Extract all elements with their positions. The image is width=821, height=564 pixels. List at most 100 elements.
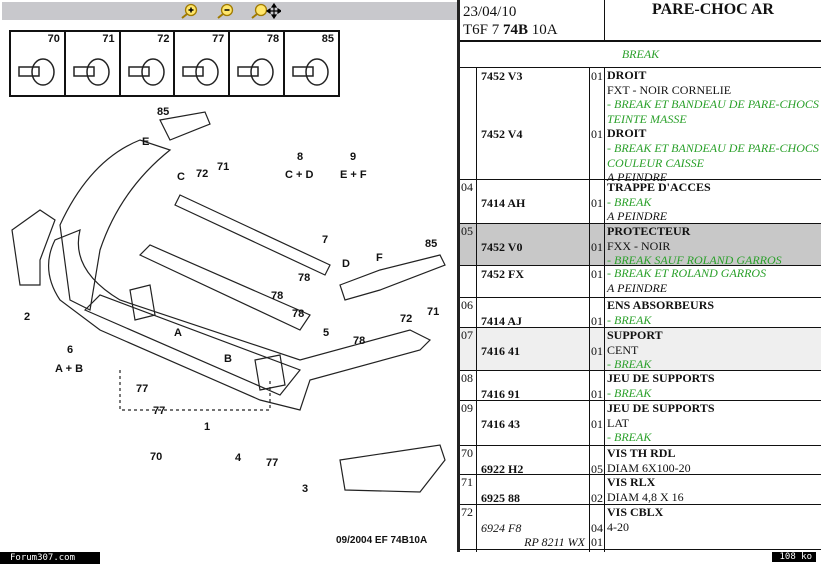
zoom-toolbar bbox=[2, 2, 458, 20]
callout-label: 77 bbox=[266, 457, 278, 469]
callout-label: 5 bbox=[323, 327, 329, 339]
description-line: - BREAK SAUF ROLAND GARROS bbox=[607, 253, 782, 268]
ref-number bbox=[460, 68, 477, 180]
description-line: FXT - NOIR CORNELIE bbox=[607, 82, 732, 97]
description-line: DROIT bbox=[607, 68, 647, 82]
fastener-78: 78 bbox=[230, 32, 286, 95]
ref-number: 04 bbox=[460, 180, 477, 224]
quantity: 01 bbox=[591, 416, 603, 431]
file-size: 108 ko bbox=[772, 552, 816, 562]
fastener-72: 72 bbox=[121, 32, 176, 95]
callout-label: E + F bbox=[340, 169, 367, 181]
ref-number: 06 bbox=[460, 298, 477, 328]
ref-number: 72 bbox=[460, 505, 477, 550]
callout-label: 2 bbox=[24, 311, 30, 323]
callout-label: 1 bbox=[204, 421, 210, 433]
part-number[interactable]: 7452 V0 bbox=[481, 239, 523, 254]
ref-number: 05 bbox=[460, 224, 477, 266]
part-number[interactable]: 7452 V4 bbox=[481, 127, 523, 142]
description-line: LAT bbox=[607, 415, 629, 430]
quantity: 05 bbox=[591, 461, 603, 476]
fastener-number: 71 bbox=[102, 33, 115, 45]
header-info: 23/04/10 T6F 7 74B 10A bbox=[460, 0, 605, 42]
part-number[interactable]: 7416 41 bbox=[481, 343, 520, 358]
callout-label: C bbox=[177, 171, 185, 183]
zoom-pan-icon[interactable] bbox=[251, 3, 281, 19]
callout-label: D bbox=[342, 258, 350, 270]
fastener-85: 85 bbox=[285, 32, 338, 95]
ref-number bbox=[460, 266, 477, 298]
fastener-icon bbox=[237, 58, 275, 86]
callout-label: 6 bbox=[67, 344, 73, 356]
part-number[interactable]: 6924 F8 bbox=[481, 520, 522, 535]
fastener-71: 71 bbox=[66, 32, 121, 95]
part-number[interactable]: 6922 H2 bbox=[481, 461, 524, 476]
part-number[interactable]: 7416 91 bbox=[481, 386, 520, 401]
section-label: BREAK bbox=[460, 42, 821, 68]
quantity: 01 bbox=[591, 535, 603, 550]
part-number[interactable]: 7414 AJ bbox=[481, 313, 523, 328]
zoom-out-icon[interactable] bbox=[215, 3, 237, 19]
quantity: 02 bbox=[591, 490, 603, 505]
fastener-icon bbox=[127, 58, 165, 86]
part-number[interactable]: 7416 43 bbox=[481, 416, 520, 431]
callout-label: C + D bbox=[285, 169, 313, 181]
part-number[interactable]: 7452 FX bbox=[481, 267, 524, 281]
side-panel bbox=[59, 139, 172, 311]
protector-strip bbox=[138, 244, 311, 331]
description-line: 4-20 bbox=[607, 519, 629, 534]
part-number[interactable]: 6925 88 bbox=[481, 490, 520, 505]
part-number[interactable]: 7414 AH bbox=[481, 195, 526, 210]
catalog-date: 23/04/10 bbox=[463, 4, 517, 20]
description-line: DIAM 6X100-20 bbox=[607, 460, 691, 475]
parts-list-panel: 23/04/10 T6F 7 74B 10A PARE-CHOC AR BREA… bbox=[460, 0, 821, 552]
table-row[interactable]: 77 ECROU TOLE bbox=[460, 550, 821, 552]
description-line: - BREAK ET BANDEAU DE PARE-CHOCS bbox=[607, 140, 819, 155]
description-line: VIS TH RDL bbox=[607, 446, 676, 460]
ref-number: 08 bbox=[460, 371, 477, 401]
description-line: JEU DE SUPPORTS bbox=[607, 401, 715, 415]
callout-label: 8 bbox=[297, 151, 303, 163]
quantity: 01 bbox=[591, 386, 603, 401]
quantity: 01 bbox=[591, 313, 603, 328]
part-number[interactable]: 7452 V3 bbox=[481, 69, 523, 83]
description-line: A PEINDRE bbox=[607, 280, 668, 295]
description-line: - BREAK bbox=[607, 357, 652, 372]
description-line: - BREAK bbox=[607, 385, 652, 400]
callout-label: 85 bbox=[425, 238, 437, 250]
description-line: - BREAK bbox=[607, 430, 652, 445]
table-row[interactable]: 08 7416 91 01 JEU DE SUPPORTS- BREAK bbox=[460, 371, 821, 401]
fastener-number: 78 bbox=[266, 33, 280, 45]
ref-number: 70 bbox=[460, 446, 477, 475]
ref-number: 71 bbox=[460, 475, 477, 505]
description-line: VIS RLX bbox=[607, 475, 656, 489]
ref-number: 07 bbox=[460, 328, 477, 371]
description-line: TRAPPE D'ACCES bbox=[607, 180, 711, 194]
absorber bbox=[174, 194, 331, 276]
fastener-number: 70 bbox=[47, 33, 60, 45]
callout-label: A bbox=[174, 327, 182, 339]
callout-label: F bbox=[376, 252, 383, 264]
description-line: ECROU TOLE bbox=[607, 550, 821, 552]
callout-label: 71 bbox=[427, 306, 439, 318]
quantity: 01 bbox=[591, 343, 603, 358]
description-line: CENT bbox=[607, 342, 639, 357]
description-line: JEU DE SUPPORTS bbox=[607, 371, 715, 385]
ref-number: 77 bbox=[460, 550, 477, 552]
description-line: COULEUR CAISSE bbox=[607, 155, 704, 170]
part-number[interactable]: RP 8211 WX bbox=[524, 535, 585, 550]
panel-divider[interactable] bbox=[457, 0, 460, 564]
zoom-in-icon[interactable] bbox=[179, 3, 201, 19]
description-line: ENS ABSORBEURS bbox=[607, 298, 715, 312]
